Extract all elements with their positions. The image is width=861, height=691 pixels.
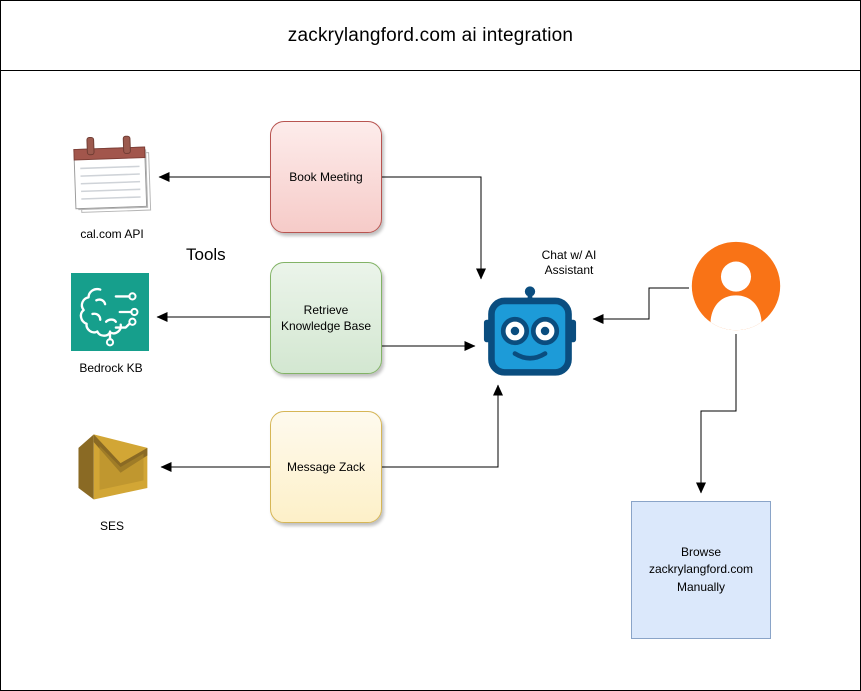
ses-envelope-icon xyxy=(67,417,155,515)
tools-section-label: Tools xyxy=(186,245,226,264)
title-bar: zackrylangford.com ai integration xyxy=(1,1,860,71)
retrieve-knowledge-base-node: Retrieve Knowledge Base xyxy=(270,262,382,374)
calendar-icon xyxy=(69,125,157,223)
book-meeting-node: Book Meeting xyxy=(270,121,382,233)
chat-assistant-label: Chat w/ AI Assistant xyxy=(541,248,597,277)
robot-assistant-icon xyxy=(483,284,577,378)
browse-manually-text: Browse zackrylangford.com Manually xyxy=(648,544,754,594)
book-meeting-text: Book Meeting xyxy=(289,169,363,184)
browse-manually-node: Browse zackrylangford.com Manually xyxy=(631,501,771,639)
user-avatar-icon xyxy=(689,239,783,333)
bedrock-brain-icon xyxy=(71,273,149,351)
message-zack-node: Message Zack xyxy=(270,411,382,523)
message-zack-text: Message Zack xyxy=(286,459,366,474)
cal-api-label: cal.com API xyxy=(80,227,144,241)
bedrock-kb-label: Bedrock KB xyxy=(79,361,143,375)
ses-label: SES xyxy=(99,519,124,533)
retrieve-knowledge-base-text: Retrieve Knowledge Base xyxy=(280,302,372,333)
diagram-title: zackrylangford.com ai integration xyxy=(287,24,574,46)
